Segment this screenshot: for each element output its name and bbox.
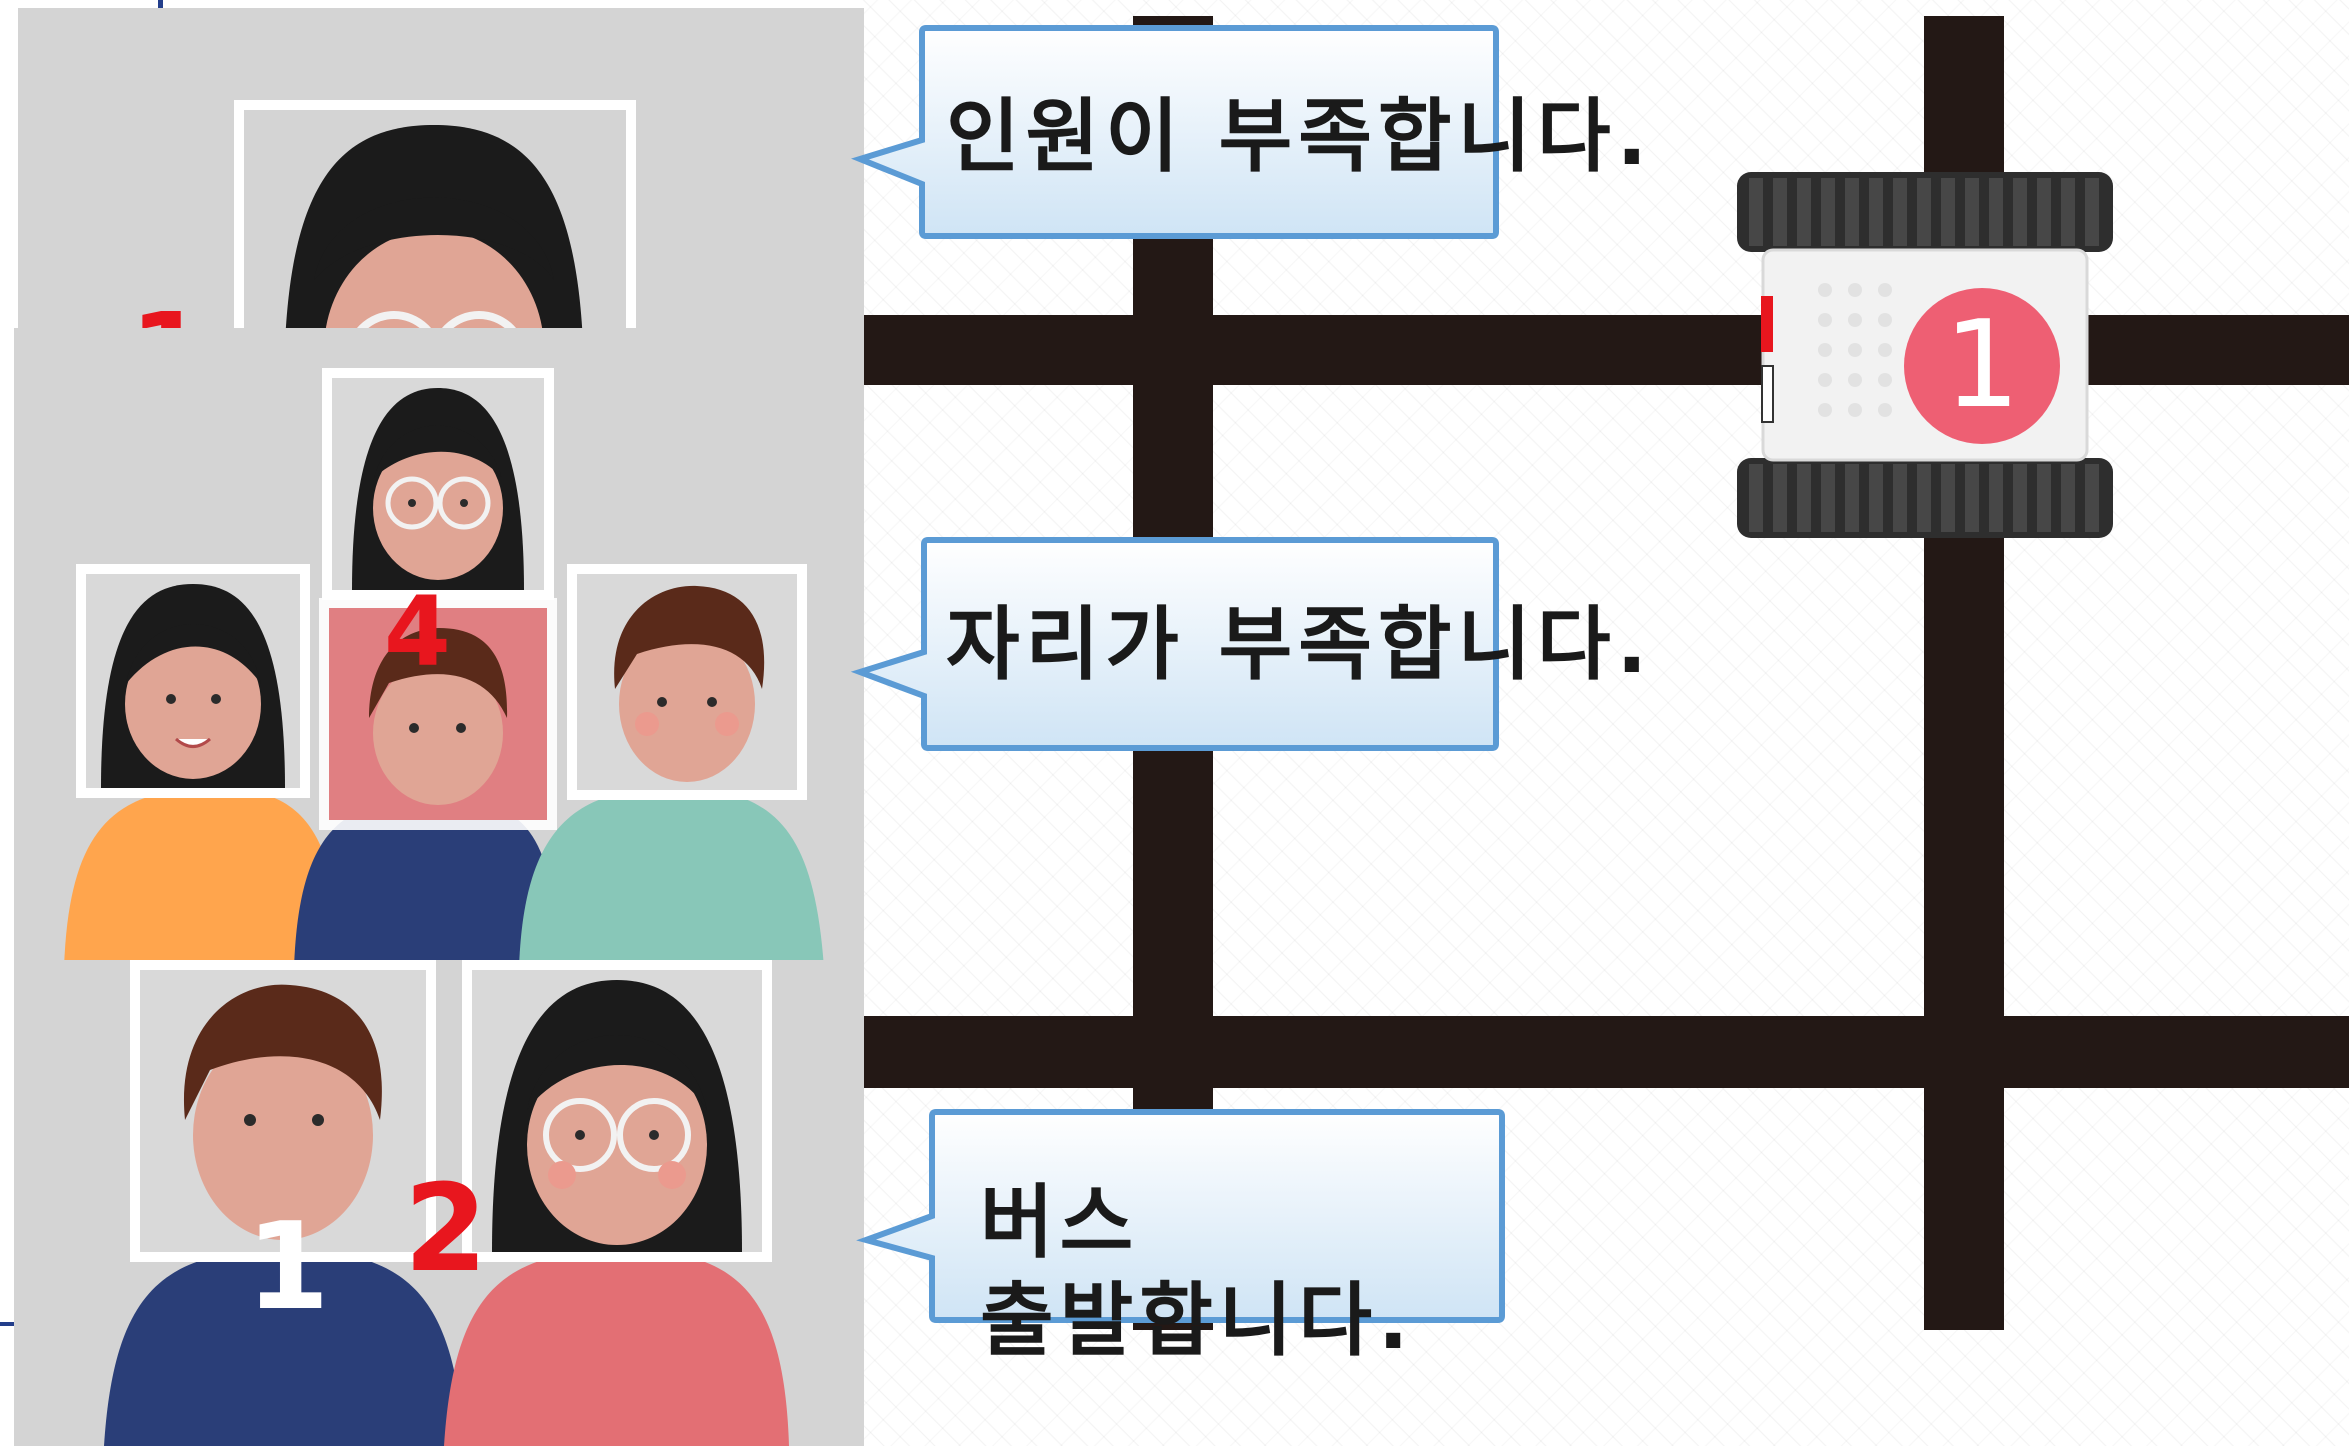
woman-glasses-avatar: [472, 970, 762, 1252]
callout-bus-departing: 버스 출발합니다.: [856, 1108, 1506, 1367]
person-frame: [319, 598, 557, 830]
robot-number-badge: 1: [1904, 288, 2060, 444]
man-avatar: [329, 608, 547, 820]
woman-glasses-avatar: [284, 125, 584, 348]
person-frame: [234, 100, 636, 348]
people-panel-top: 1: [18, 8, 864, 348]
man-avatar: [140, 970, 426, 1252]
man-avatar: [577, 574, 797, 790]
speech-bubble-icon: [851, 25, 1499, 239]
callout-text: 인원이 부족합니다.: [946, 90, 1654, 183]
person-frame: [322, 368, 554, 600]
person-label-right: 2: [404, 1160, 488, 1299]
speech-bubble-icon: [856, 1109, 1505, 1323]
person-frame: [76, 564, 310, 798]
people-panel-bottom: 1 2: [14, 960, 864, 1446]
group-of-four-shirts: [64, 788, 824, 968]
person-frame: [567, 564, 807, 800]
person-count-middle: 4: [384, 576, 451, 688]
road-horizontal-bottom: [860, 1016, 2349, 1088]
woman-avatar: [86, 574, 300, 788]
road-horizontal-top: [860, 315, 2349, 385]
callout-text: 버스 출발합니다.: [980, 1176, 1415, 1367]
callout-shortage-of-seats: 자리가 부족합니다.: [850, 536, 1647, 756]
callout-text: 자리가 부족합니다.: [946, 598, 1654, 691]
speech-bubble-icon: [850, 537, 1499, 751]
woman-glasses-avatar: [332, 378, 544, 590]
person-label-left: 1: [246, 1198, 330, 1337]
callout-shortage-of-people: 인원이 부족합니다.: [851, 24, 1647, 244]
person-frame: [130, 960, 436, 1262]
slide-edge-marker-left: [0, 1322, 14, 1326]
person-frame: [462, 960, 772, 1262]
slide-edge-marker-top: [158, 0, 163, 8]
people-panel-middle: 4: [14, 328, 864, 968]
group-of-two-shirts: [104, 1250, 789, 1446]
